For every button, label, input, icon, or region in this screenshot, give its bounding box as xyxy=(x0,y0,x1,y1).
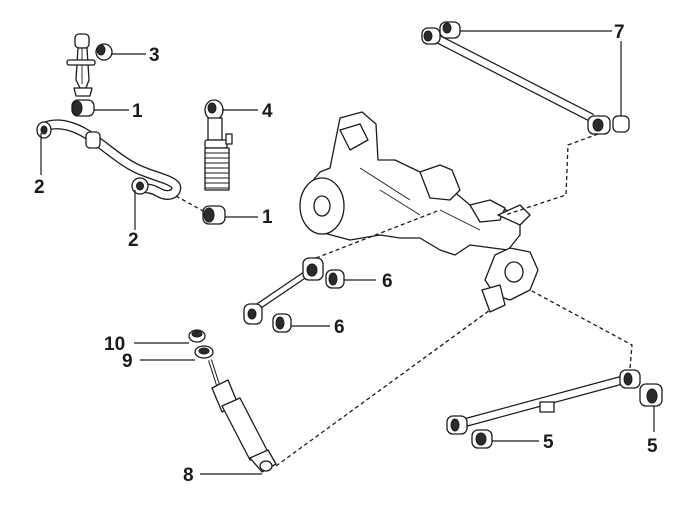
callout-7: 7 xyxy=(614,22,625,43)
stabilizer-link xyxy=(66,33,96,97)
dash-bar-to-bushing xyxy=(175,195,206,213)
callout-4: 4 xyxy=(262,101,273,122)
callout-3: 3 xyxy=(149,45,160,66)
dash-arm5-to-axle xyxy=(529,289,633,369)
callout-6-lower: 6 xyxy=(334,317,345,338)
lateral-rod xyxy=(243,257,345,333)
bump-stopper xyxy=(204,99,233,191)
shock-absorber xyxy=(188,329,277,473)
callout-10: 10 xyxy=(104,334,125,355)
callout-5-lower: 5 xyxy=(543,432,554,453)
bushing-3 xyxy=(95,43,113,61)
callout-5-right: 5 xyxy=(647,436,658,457)
bushing-1-lower xyxy=(202,205,226,225)
bushing-1-top xyxy=(71,99,95,117)
callout-6-upper: 6 xyxy=(382,271,393,292)
dash-shock-to-axle xyxy=(275,309,491,467)
callout-2-bar: 2 xyxy=(128,230,139,251)
callout-9: 9 xyxy=(122,351,133,372)
stabilizer-bar xyxy=(36,119,182,200)
lower-control-arm xyxy=(446,369,663,449)
callout-1-lower: 1 xyxy=(262,207,273,228)
callout-1-top: 1 xyxy=(132,101,143,122)
callout-2-left: 2 xyxy=(34,177,45,198)
leader-lines xyxy=(40,30,655,475)
dash-arm7-to-axle xyxy=(504,133,599,216)
axle-housing xyxy=(299,111,539,313)
callout-8: 8 xyxy=(183,465,194,486)
dash-rod-to-axle xyxy=(315,209,441,259)
upper-control-arm xyxy=(421,21,630,135)
